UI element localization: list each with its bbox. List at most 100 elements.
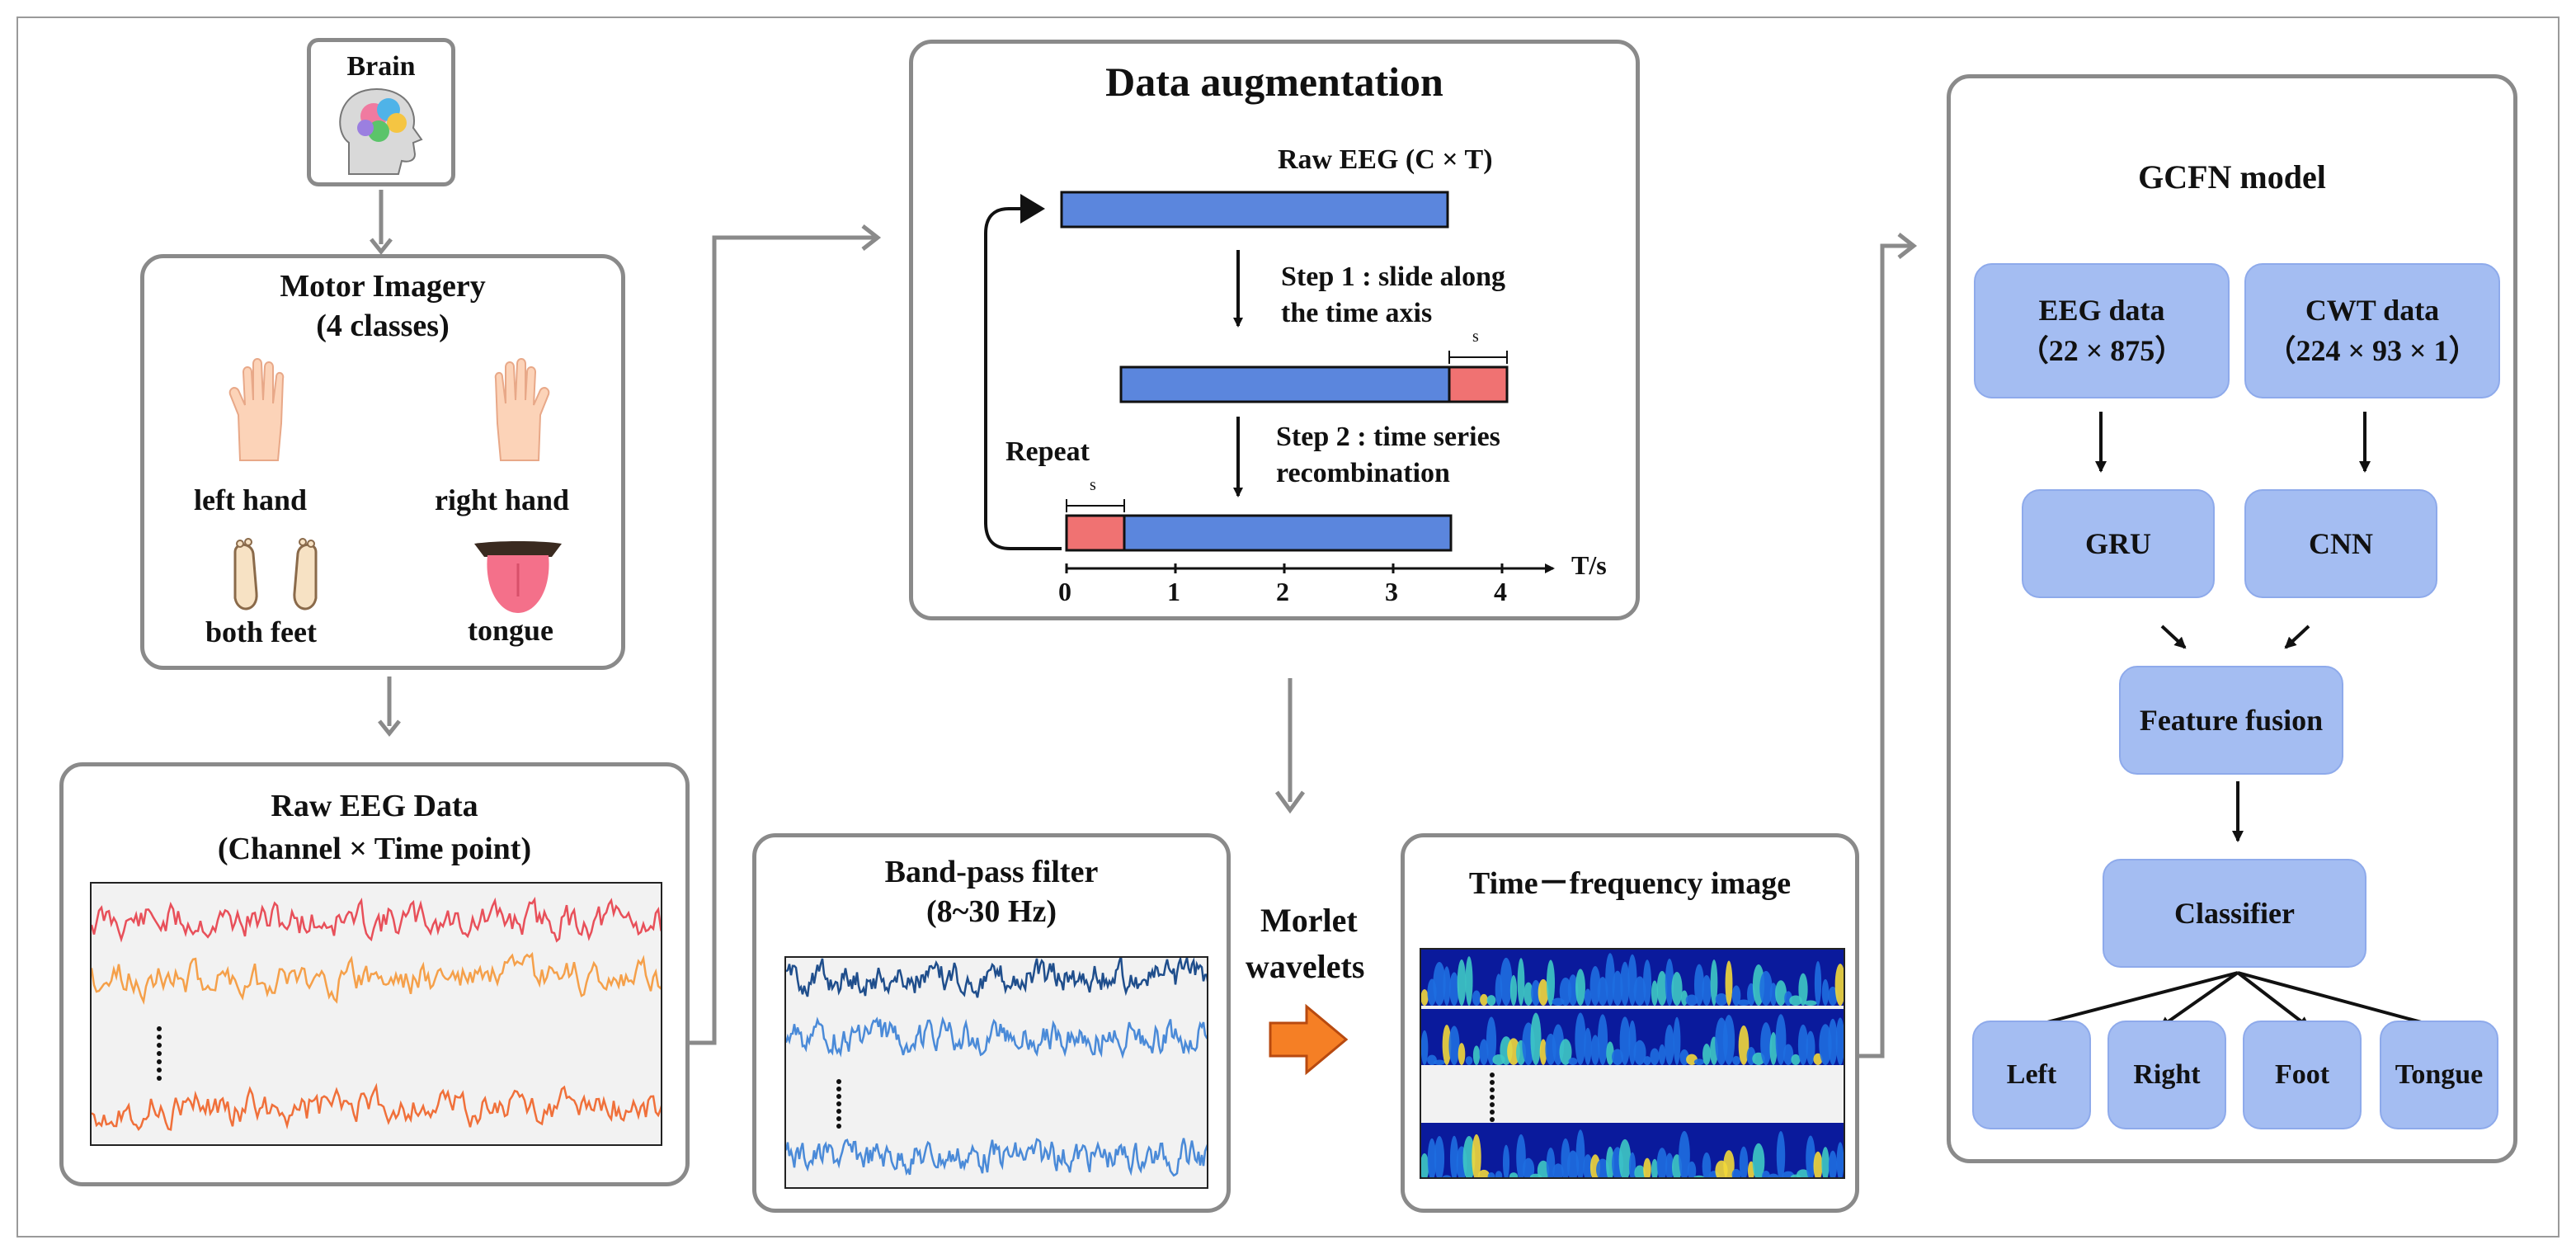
step2-line2: recombination: [1276, 458, 1450, 488]
raw-eeg-box: Raw EEG Data (Channel × Time point): [59, 762, 690, 1186]
eeg-trace-3: [92, 1082, 661, 1131]
axis-tick-0: 0: [1058, 577, 1071, 606]
orange-arrow-icon: [1269, 1003, 1349, 1076]
tf-ellipsis-dot: [1490, 1117, 1495, 1122]
eeg-ellipsis-dot: [157, 1076, 162, 1081]
classifier-node: Classifier: [2103, 859, 2366, 968]
step2-line1: Step 2 : time series: [1276, 422, 1500, 452]
class-tongue: tongue: [468, 614, 554, 647]
data-augmentation-box: Data augmentation Raw EEG (C × T) Step 1…: [909, 40, 1640, 620]
raw-eeg-bar: [1060, 191, 1449, 229]
motor-imagery-box: Motor Imagery (4 classes) left hand righ…: [140, 254, 625, 670]
brain-label: Brain: [346, 51, 416, 82]
tf-ellipsis-dot: [1490, 1102, 1495, 1107]
bp-ellipsis-dot: [836, 1094, 841, 1099]
bandpass-title-line2: (8~30 Hz): [926, 894, 1057, 929]
tf-ellipsis-dot: [1490, 1072, 1495, 1077]
class-left-hand: left hand: [194, 483, 308, 516]
tf-ellipsis-dot: [1490, 1080, 1495, 1085]
output-foot: Foot: [2243, 1021, 2362, 1129]
eeg-ellipsis-dot: [157, 1068, 162, 1072]
augmentation-diagram: [984, 191, 1555, 573]
bp-ellipsis-dot: [836, 1109, 841, 1114]
left-hand-icon: [228, 358, 285, 461]
arrow-tf-to-gcfn: [1859, 243, 1910, 1058]
eeg-trace-2: [92, 951, 661, 1005]
output-right: Right: [2107, 1021, 2226, 1129]
right-hand-icon: [494, 358, 550, 461]
brain-head-icon: [339, 88, 423, 175]
segment-label-top: s: [1472, 328, 1479, 346]
eeg-ellipsis-dot: [157, 1043, 162, 1048]
tf-image-box: Time－frequency image: [1401, 833, 1859, 1213]
bp-trace-2: [786, 1016, 1207, 1059]
eeg-ellipsis-dot: [157, 1035, 162, 1040]
brain-box: Brain: [307, 38, 455, 186]
axis-tick-4: 4: [1494, 577, 1507, 606]
axis-tick-2: 2: [1276, 577, 1289, 606]
eeg-ellipsis-dot: [157, 1059, 162, 1064]
feature-fusion-node: Feature fusion: [2119, 666, 2343, 775]
step1-line2: the time axis: [1281, 298, 1433, 328]
tf-band-3: [1421, 1123, 1844, 1177]
gcfn-arrows: [2020, 412, 2447, 1032]
raw-eeg-plot: [90, 882, 662, 1146]
aug-title: Data augmentation: [1105, 59, 1443, 105]
bp-ellipsis-dot: [836, 1116, 841, 1121]
axis-unit: T/s: [1571, 550, 1607, 580]
arrow-raw-to-aug: [690, 235, 876, 1045]
eeg-ellipsis-dot: [157, 1051, 162, 1056]
tf-title: Time－frequency image: [1468, 866, 1792, 901]
mi-title-line2: (4 classes): [316, 309, 450, 343]
gcfn-title: GCFN model: [2138, 158, 2326, 196]
feet-icon: [233, 538, 318, 610]
repeat-label: Repeat: [1005, 436, 1090, 467]
eeg-data-line2: （22 × 875）: [2018, 334, 2185, 367]
tongue-icon: [474, 541, 562, 613]
shifted-bar-tail: [1448, 365, 1509, 403]
cwt-data-line1: CWT data: [2305, 294, 2440, 328]
morlet-line1: Morlet: [1260, 902, 1358, 939]
eeg-data-node: EEG data （22 × 875）: [1974, 263, 2230, 398]
axis-tick-3: 3: [1385, 577, 1398, 606]
bp-ellipsis-dot: [836, 1079, 841, 1084]
eeg-trace-1: [92, 896, 661, 943]
eeg-data-line1: EEG data: [2038, 294, 2165, 328]
segment-label-bottom: s: [1090, 476, 1096, 494]
tf-band-2: [1421, 1009, 1844, 1065]
tf-ellipsis-dot: [1490, 1095, 1495, 1100]
bp-ellipsis-dot: [836, 1101, 841, 1106]
eeg-ellipsis-dot: [157, 1026, 162, 1031]
tf-ellipsis-dot: [1490, 1087, 1495, 1092]
step1-line1: Step 1 : slide along: [1281, 262, 1506, 292]
class-both-feet: both feet: [205, 615, 317, 648]
bp-trace-1: [786, 958, 1207, 998]
cwt-data-node: CWT data （224 × 93 × 1）: [2244, 263, 2500, 398]
tf-band-1: [1421, 950, 1844, 1006]
tf-ellipsis-dot: [1490, 1110, 1495, 1115]
mi-title-line1: Motor Imagery: [280, 269, 486, 304]
cwt-data-line2: （224 × 93 × 1）: [2266, 334, 2479, 367]
gcfn-box: GCFN model EEG data （22 × 875） CWT data …: [1947, 74, 2517, 1163]
output-left: Left: [1972, 1021, 2091, 1129]
shifted-bar: [1119, 365, 1451, 403]
gru-node: GRU: [2022, 489, 2215, 598]
bp-trace-3: [786, 1138, 1207, 1177]
axis-tick-1: 1: [1167, 577, 1180, 606]
figure-frame: [16, 16, 2560, 1238]
cnn-node: CNN: [2244, 489, 2437, 598]
tf-plot: [1420, 948, 1845, 1179]
raw-eeg-title-line2: (Channel × Time point): [217, 832, 532, 866]
bandpass-box: Band-pass filter (8~30 Hz): [752, 833, 1231, 1213]
raw-eeg-label: Raw EEG (C × T): [1278, 144, 1493, 175]
bandpass-plot: [784, 956, 1208, 1189]
recombined-bar-head: [1065, 514, 1126, 552]
class-right-hand: right hand: [435, 483, 570, 516]
recombined-bar: [1123, 514, 1453, 552]
output-tongue: Tongue: [2380, 1021, 2498, 1129]
bandpass-title-line1: Band-pass filter: [884, 855, 1099, 889]
bp-ellipsis-dot: [836, 1124, 841, 1129]
bp-ellipsis-dot: [836, 1087, 841, 1091]
morlet-line2: wavelets: [1246, 948, 1365, 985]
